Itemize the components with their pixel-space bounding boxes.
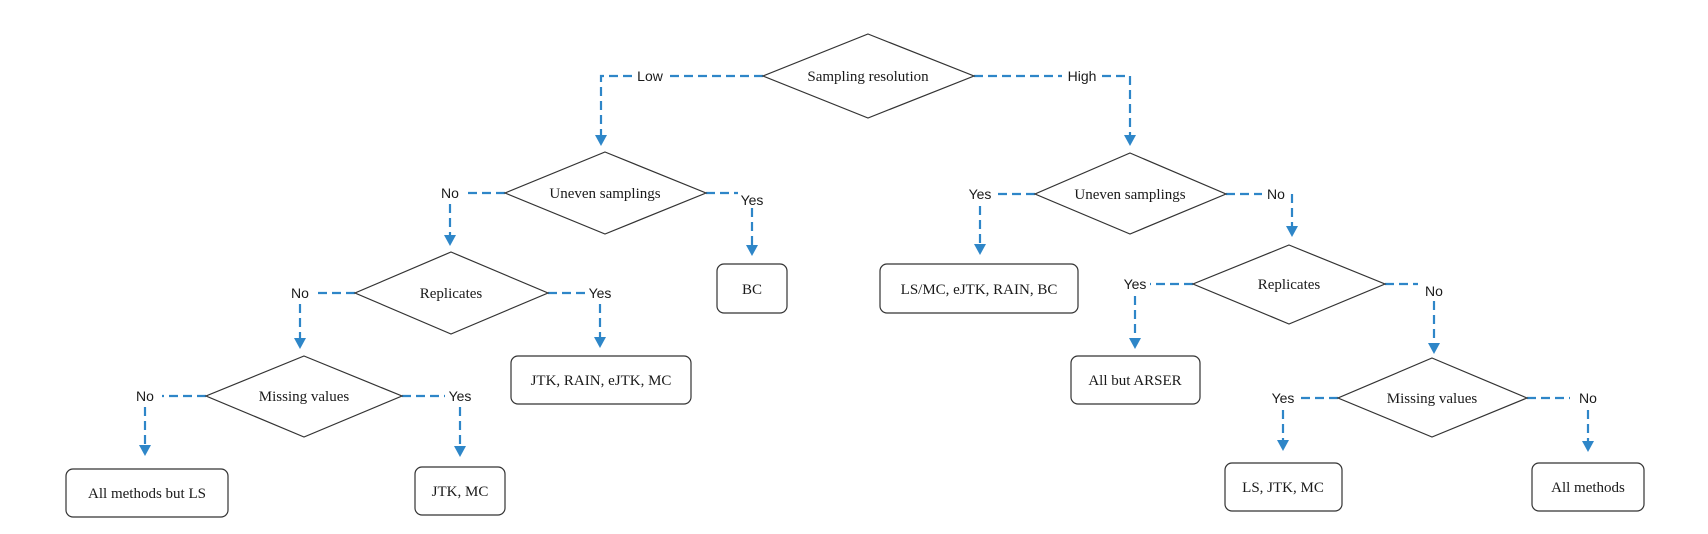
decision-label-high-replicates: Replicates [1258,277,1321,293]
edge-label-low-replicates-yes: Yes [589,285,612,301]
leaf-jtk-rain-ejtk-mc: JTK, RAIN, eJTK, MC [510,355,692,405]
edge-high-missing-no: No [1527,390,1597,452]
edge-low-replicates-yes: Yes [548,285,611,348]
edge-low-uneven-no: No [441,185,505,246]
edge-high-replicates-no: No [1385,282,1443,354]
decision-low-uneven-samplings: Uneven samplings [503,151,708,235]
edge-label-high-missing-no: No [1579,390,1597,406]
leaf-label-bc: BC [742,282,762,298]
edge-label-low: Low [637,68,664,84]
edge-high-missing-yes: Yes [1272,390,1338,451]
leaf-layer: BC JTK, RAIN, eJTK, MC All methods but L… [65,263,1645,518]
edge-label-high-replicates-no: No [1425,283,1443,299]
edge-low-missing-no: No [136,388,206,456]
decision-high-uneven-samplings: Uneven samplings [1033,152,1228,235]
leaf-label-all-methods-but-ls: All methods but LS [88,486,206,502]
decision-low-replicates: Replicates [353,251,550,335]
decision-label-low-replicates: Replicates [420,286,483,302]
edge-high-uneven-yes: Yes [969,186,1035,255]
edge-label-low-missing-yes: Yes [449,388,472,404]
edge-low-replicates-no: No [291,285,355,349]
edge-label-low-uneven-no: No [441,185,459,201]
decision-sampling-resolution: Sampling resolution [761,33,976,119]
leaf-jtk-mc: JTK, MC [414,466,506,516]
edge-label-low-replicates-no: No [291,285,309,301]
edge-low-uneven-yes: Yes [706,191,764,256]
edge-label-high-missing-yes: Yes [1272,390,1295,406]
leaf-ls-jtk-mc: LS, JTK, MC [1224,462,1343,512]
connector-layer: Low High No Yes No [136,68,1597,457]
decision-high-missing-values: Missing values [1336,357,1529,438]
edge-high: High [974,68,1136,146]
leaf-label-all-but-arser: All but ARSER [1088,373,1181,389]
leaf-lsmc-ejtk-rain-bc: LS/MC, eJTK, RAIN, BC [879,263,1079,314]
leaf-all-but-arser: All but ARSER [1070,355,1201,405]
leaf-label-jtk-mc: JTK, MC [432,484,489,500]
edge-label-low-missing-no: No [136,388,154,404]
leaf-label-ls-jtk-mc: LS, JTK, MC [1242,480,1324,496]
edge-low-missing-yes: Yes [402,388,471,457]
edge-label-high: High [1068,68,1097,84]
edge-label-low-uneven-yes: Yes [741,192,764,208]
decision-label-sampling-resolution: Sampling resolution [807,69,929,85]
decision-high-replicates: Replicates [1191,244,1387,325]
edge-low: Low [595,68,763,146]
decision-layer: Sampling resolution Uneven samplings Rep… [204,33,1529,438]
decision-label-high-missing-values: Missing values [1387,391,1478,407]
leaf-label-all-methods: All methods [1551,480,1625,496]
decision-label-low-missing-values: Missing values [259,389,350,405]
edge-high-replicates-yes: Yes [1124,276,1193,349]
edge-label-high-uneven-no: No [1267,186,1285,202]
decision-label-low-uneven-samplings: Uneven samplings [549,186,660,202]
decision-low-missing-values: Missing values [204,355,404,438]
edge-label-high-replicates-yes: Yes [1124,276,1147,292]
leaf-all-methods: All methods [1531,462,1645,512]
leaf-label-lsmc-ejtk-rain-bc: LS/MC, eJTK, RAIN, BC [901,282,1058,298]
edge-label-high-uneven-yes: Yes [969,186,992,202]
leaf-all-methods-but-ls: All methods but LS [65,468,229,518]
edge-high-uneven-no: No [1226,186,1298,237]
leaf-bc: BC [716,263,788,314]
decision-label-high-uneven-samplings: Uneven samplings [1074,187,1185,203]
leaf-label-jtk-rain-ejtk-mc: JTK, RAIN, eJTK, MC [531,373,672,389]
